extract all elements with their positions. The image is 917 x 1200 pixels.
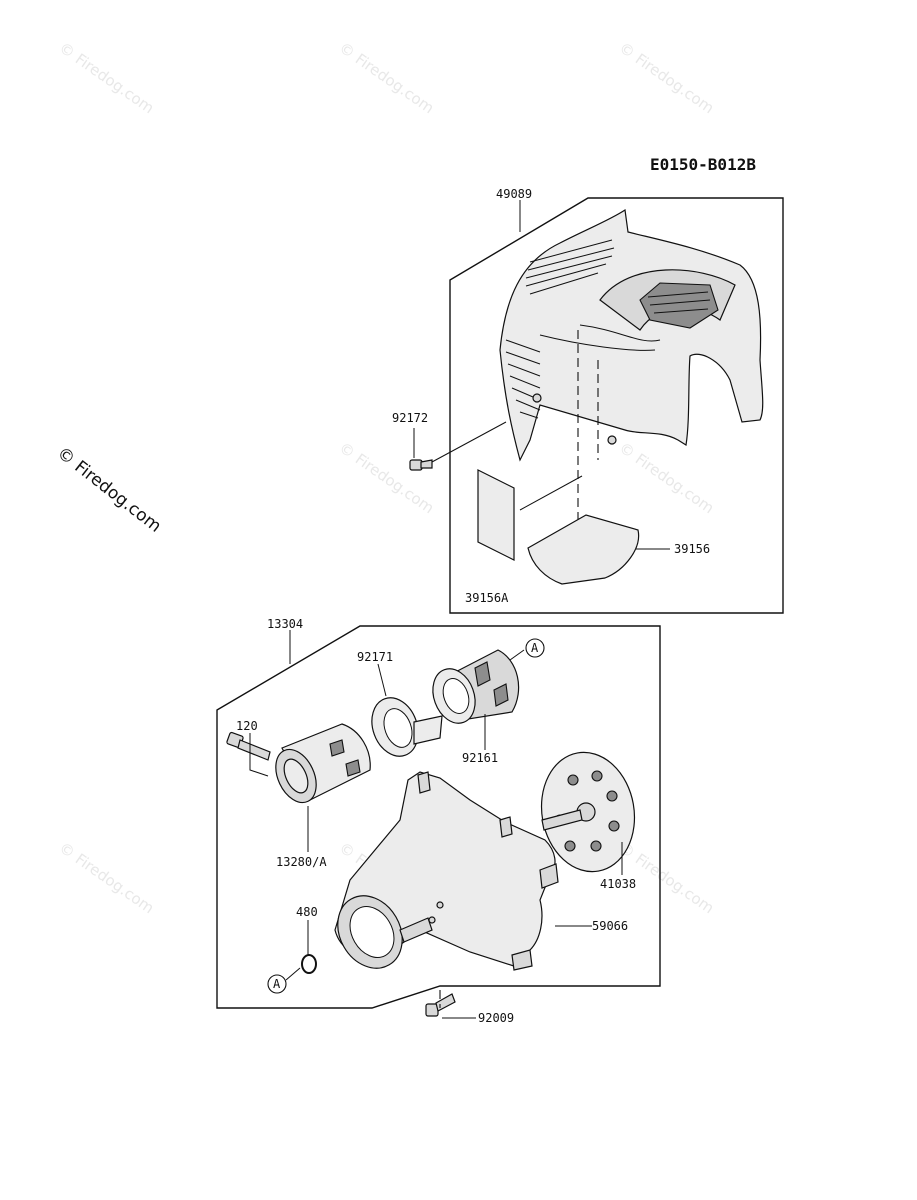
- label-sticker-side: 39156A: [465, 591, 509, 605]
- clutch-drum-liner-part: [432, 649, 525, 724]
- collar-part: [275, 723, 371, 804]
- marker-a-top-label: A: [531, 641, 539, 655]
- clip-part: [301, 954, 317, 974]
- leader: [377, 663, 387, 697]
- housing-part: [334, 771, 559, 971]
- label-assembly: 13304: [267, 617, 303, 631]
- bolt-part: [226, 731, 271, 761]
- upper-group: [409, 197, 784, 614]
- engine-cover-part: [499, 208, 764, 560]
- bottom-bolt-part: [425, 993, 456, 1017]
- label-ring: 92171: [357, 650, 393, 664]
- label-screw: 92172: [392, 411, 428, 425]
- bottom-sticker-part: [527, 514, 640, 585]
- top-grille: [525, 239, 615, 295]
- label-clutch-drum-liner: 92161: [462, 751, 498, 765]
- ring-part: [371, 697, 443, 757]
- label-housing: 59066: [592, 919, 628, 933]
- label-sticker-bottom: 39156: [674, 542, 710, 556]
- marker-a-bottom-label: A: [273, 977, 281, 991]
- marker-a-top: A: [525, 638, 545, 658]
- watermark: © Firedog.com: [336, 39, 438, 118]
- diagram-code: E0150-B012B: [650, 155, 756, 174]
- side-grille: [505, 339, 541, 419]
- leader: [249, 733, 269, 777]
- clutch-part: [540, 751, 636, 873]
- leader: [285, 967, 301, 981]
- screw-part: [409, 421, 507, 471]
- marker-a-bottom: A: [267, 974, 287, 994]
- lower-group: A A: [216, 625, 661, 1019]
- watermark: © Firedog.com: [56, 39, 158, 118]
- upper-frame: [449, 197, 784, 614]
- watermark: © Firedog.com: [616, 439, 718, 518]
- watermark: © Firedog.com: [336, 439, 438, 518]
- side-sticker-part: [477, 469, 583, 561]
- lower-frame: [216, 625, 661, 1009]
- label-clip: 480: [296, 905, 318, 919]
- label-cover: 49089: [496, 187, 532, 201]
- label-clutch: 41038: [600, 877, 636, 891]
- watermark-prominent: © Firedog.com: [53, 443, 165, 537]
- label-bolt: 120: [236, 719, 258, 733]
- label-bottom-bolt: 92009: [478, 1011, 514, 1025]
- watermark: © Firedog.com: [616, 39, 718, 118]
- label-collar: 13280/A: [276, 855, 327, 869]
- watermark: © Firedog.com: [56, 839, 158, 918]
